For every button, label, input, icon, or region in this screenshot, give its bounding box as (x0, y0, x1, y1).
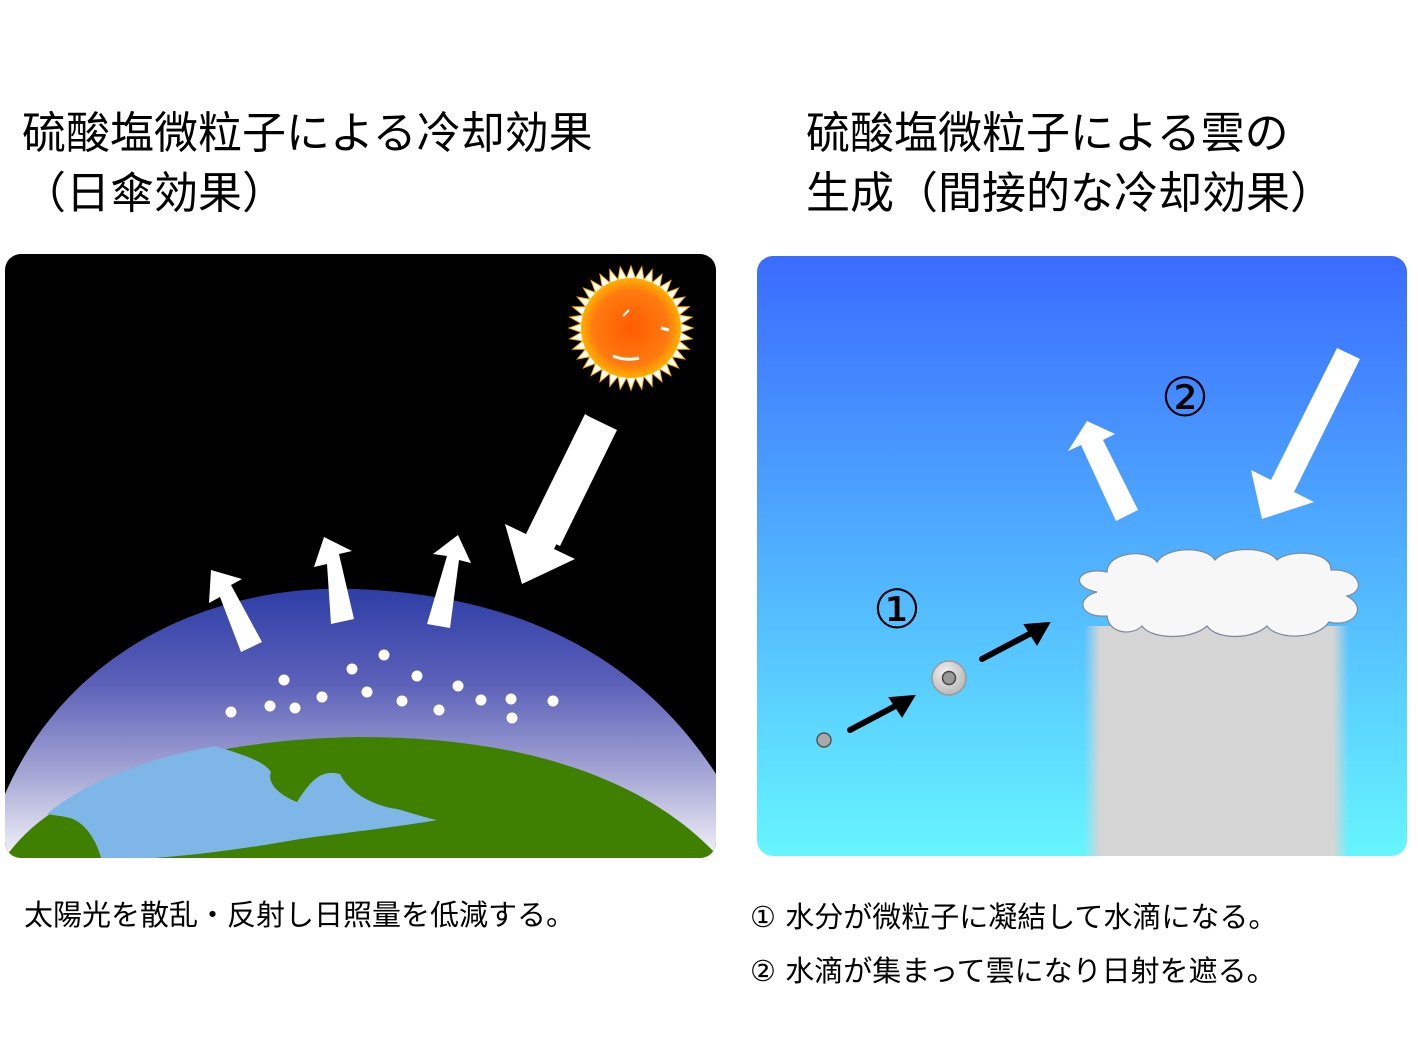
sunlight-arrows (1068, 348, 1360, 521)
left-title-line2: （日傘効果） (22, 168, 286, 219)
right-title: 硫酸塩微粒子による雲の 生成（間接的な冷却効果） (806, 104, 1334, 224)
reflected-sunlight-arrow (1068, 421, 1138, 521)
incoming-sunlight-arrow (1251, 348, 1360, 519)
sulfate-particle-small (816, 732, 832, 748)
sulfate-particles (225, 649, 559, 724)
cloud-icon (1078, 549, 1360, 637)
incoming-sunlight-arrow-body (531, 416, 617, 546)
water-droplet-icon (931, 660, 967, 696)
reflected-light-arrows (209, 535, 471, 652)
reflected-arrow-2 (314, 537, 354, 624)
umbrella-effect-illustration (5, 254, 716, 858)
marker-2: ② (1161, 366, 1209, 429)
condensation-arrows (847, 621, 1051, 733)
cloud-shadow-column (1084, 626, 1349, 856)
left-title-line1: 硫酸塩微粒子による冷却効果 (22, 108, 593, 159)
right-caption: ① 水分が微粒子に凝結して水滴になる。 ② 水滴が集まって雲になり日射を遮る。 (750, 890, 1277, 998)
marker-1: ① (873, 578, 921, 641)
arrow-droplet-to-cloud (979, 627, 1040, 662)
right-caption-line1: ① 水分が微粒子に凝結して水滴になる。 (750, 900, 1278, 934)
arrow-particle-to-droplet (847, 699, 906, 733)
left-title: 硫酸塩微粒子による冷却効果 （日傘効果） (22, 104, 593, 224)
sun-icon (567, 264, 695, 392)
right-title-line1: 硫酸塩微粒子による雲の (806, 108, 1289, 159)
cloud-formation-illustration: ① ② (757, 256, 1407, 856)
reflected-arrow-1 (209, 570, 262, 652)
reflected-arrow-3 (427, 535, 471, 628)
right-caption-line2: ② 水滴が集まって雲になり日射を遮る。 (750, 954, 1276, 988)
earth-ocean (47, 746, 437, 858)
left-caption: 太陽光を散乱・反射し日照量を低減する。 (24, 898, 576, 932)
right-title-line2: 生成（間接的な冷却効果） (806, 168, 1334, 219)
